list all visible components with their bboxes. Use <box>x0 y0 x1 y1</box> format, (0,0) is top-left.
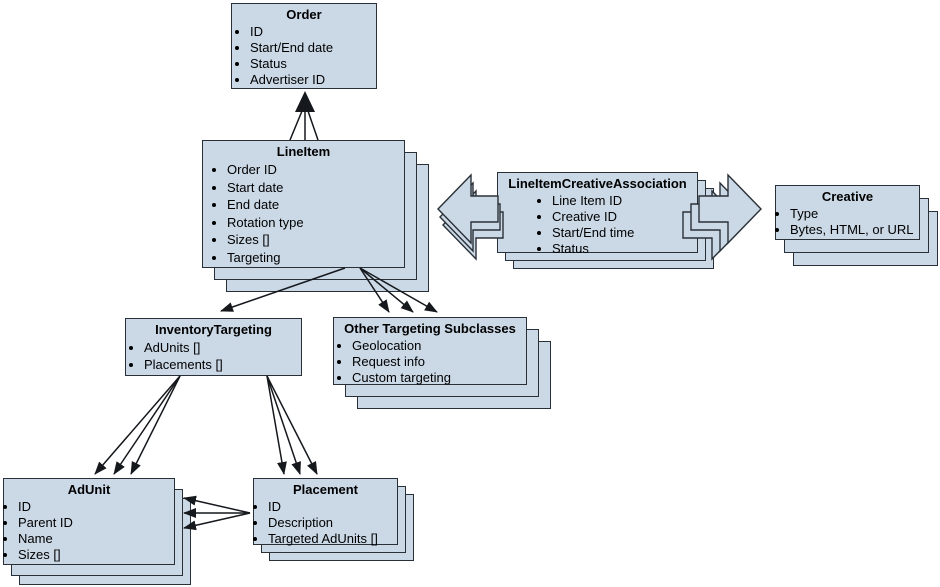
attribute-item: Description <box>268 515 397 531</box>
entity-lineitem: LineItem Order ID Start date End date Ro… <box>202 140 405 268</box>
inventorytargeting-attributes: AdUnits [] Placements [] <box>126 339 301 373</box>
lineitem-attributes: Order ID Start date End date Rotation ty… <box>203 161 404 266</box>
attribute-item: AdUnits [] <box>144 339 301 356</box>
attribute-item: Line Item ID <box>552 193 697 209</box>
attribute-item: ID <box>18 499 174 515</box>
entity-lineitemcreativeassociation: LineItemCreativeAssociation Line Item ID… <box>497 172 698 256</box>
arrow-placement-to-adunit <box>183 495 251 531</box>
attribute-item: Start/End date <box>250 40 376 56</box>
entity-adunit: AdUnit ID Parent ID Name Sizes [] <box>3 478 175 565</box>
attribute-item: Name <box>18 531 174 547</box>
adunit-attributes: ID Parent ID Name Sizes [] <box>4 499 174 563</box>
attribute-item: Status <box>552 241 697 257</box>
attribute-item: Targeted AdUnits [] <box>268 531 397 547</box>
lica-attributes: Line Item ID Creative ID Start/End time … <box>498 193 697 257</box>
othertargeting-title: Other Targeting Subclasses <box>344 321 516 336</box>
attribute-item: ID <box>268 499 397 515</box>
attribute-item: Sizes [] <box>227 231 404 249</box>
attribute-item: Geolocation <box>352 338 526 354</box>
attribute-item: ID <box>250 24 376 40</box>
lica-title: LineItemCreativeAssociation <box>508 176 687 191</box>
attribute-item: Start/End time <box>552 225 697 241</box>
entity-order: Order ID Start/End date Status Advertise… <box>231 3 377 89</box>
attribute-item: Sizes [] <box>18 547 174 563</box>
inventorytargeting-title: InventoryTargeting <box>155 322 272 337</box>
attribute-item: Type <box>790 206 919 222</box>
othertargeting-attributes: Geolocation Request info Custom targetin… <box>334 338 526 386</box>
attribute-item: Rotation type <box>227 214 404 232</box>
placement-title: Placement <box>292 482 359 497</box>
attribute-item: Order ID <box>227 161 404 179</box>
lineitem-title: LineItem <box>276 144 331 159</box>
order-attributes: ID Start/End date Status Advertiser ID <box>232 24 376 88</box>
attribute-item: Creative ID <box>552 209 697 225</box>
order-title: Order <box>286 7 322 22</box>
attribute-item: Parent ID <box>18 515 174 531</box>
attribute-item: Custom targeting <box>352 370 526 386</box>
attribute-item: Placements [] <box>144 356 301 373</box>
attribute-item: Request info <box>352 354 526 370</box>
attribute-item: Start date <box>227 179 404 197</box>
creative-attributes: Type Bytes, HTML, or URL <box>776 206 919 238</box>
arrow-inventorytargeting-to-adunit <box>94 375 181 475</box>
placement-attributes: ID Description Targeted AdUnits [] <box>254 499 397 547</box>
arrow-inventorytargeting-to-placement <box>266 375 318 475</box>
arrow-lineitem-to-order <box>289 91 319 141</box>
attribute-item: Targeting <box>227 249 404 267</box>
attribute-item: Advertiser ID <box>250 72 376 88</box>
entity-other-targeting-subclasses: Other Targeting Subclasses Geolocation R… <box>333 317 527 385</box>
entity-creative: Creative Type Bytes, HTML, or URL <box>775 185 920 240</box>
entity-placement: Placement ID Description Targeted AdUnit… <box>253 478 398 547</box>
block-arrow-lica-to-lineitem <box>437 173 504 261</box>
entity-inventorytargeting: InventoryTargeting AdUnits [] Placements… <box>125 318 302 376</box>
attribute-item: Bytes, HTML, or URL <box>790 222 919 238</box>
creative-title: Creative <box>821 189 874 204</box>
adunit-title: AdUnit <box>67 482 111 497</box>
attribute-item: End date <box>227 196 404 214</box>
attribute-item: Status <box>250 56 376 72</box>
